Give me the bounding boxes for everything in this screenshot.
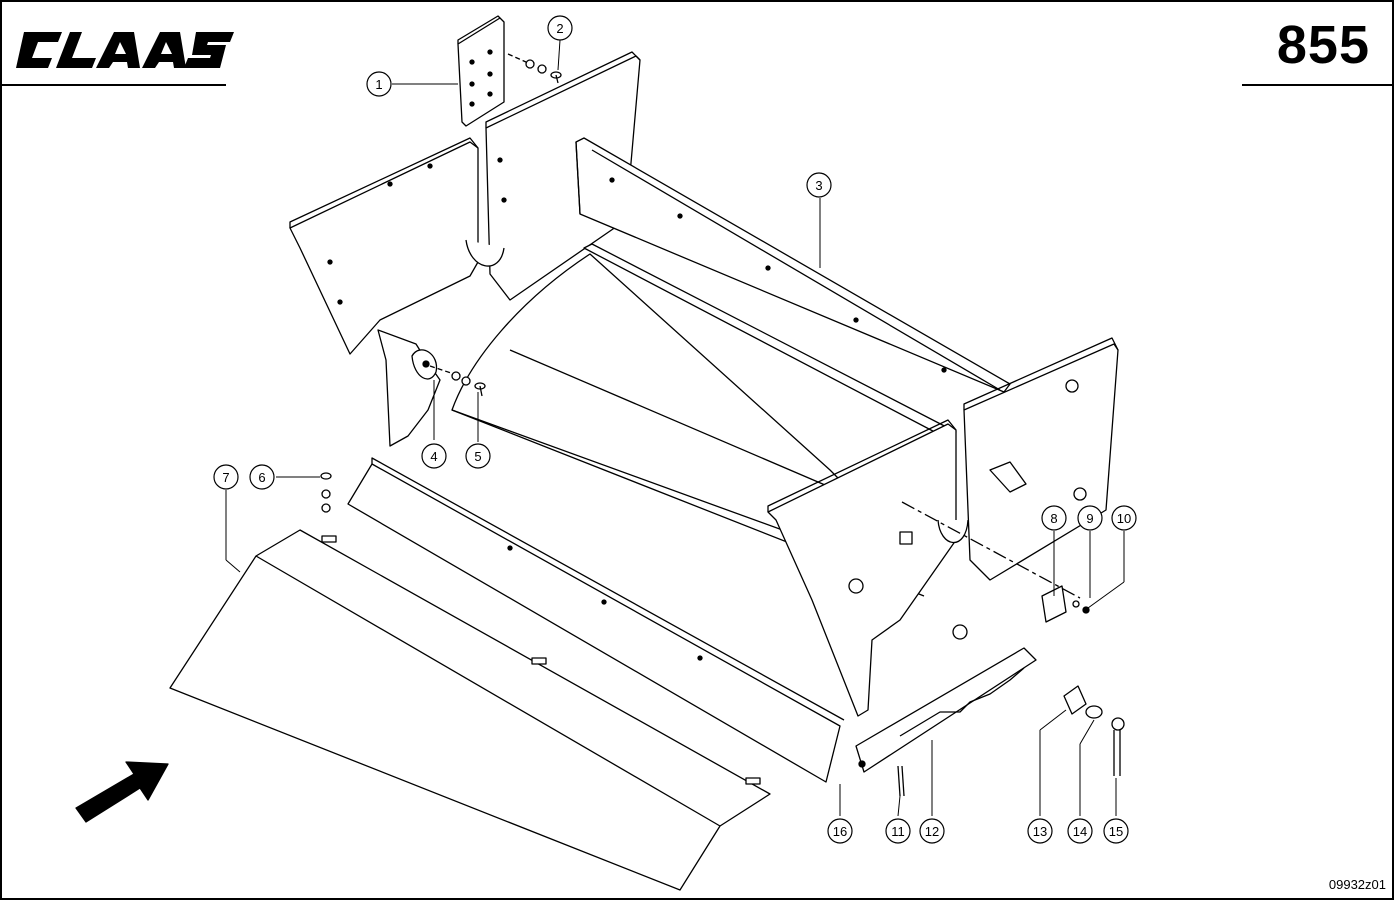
svg-text:1: 1 bbox=[375, 77, 382, 92]
svg-text:9: 9 bbox=[1086, 511, 1093, 526]
callout-6: 6 bbox=[249, 464, 275, 490]
callout-2: 2 bbox=[547, 15, 573, 41]
svg-text:4: 4 bbox=[430, 449, 437, 464]
svg-text:8: 8 bbox=[1050, 511, 1057, 526]
drawing-code: 09932z01 bbox=[1328, 877, 1386, 892]
part-left-side-wall bbox=[289, 51, 641, 355]
callout-16: 16 bbox=[827, 818, 853, 844]
part-pin bbox=[897, 765, 905, 797]
part-pivot-bracket bbox=[377, 329, 455, 447]
callout-13: 13 bbox=[1027, 818, 1053, 844]
claas-logo bbox=[16, 32, 234, 68]
part-cover-sheet bbox=[169, 529, 771, 891]
svg-text:5: 5 bbox=[474, 449, 481, 464]
leader-lines bbox=[225, 39, 1125, 817]
callout-11: 11 bbox=[885, 818, 911, 844]
part-lower-front-plate bbox=[347, 457, 845, 783]
header-rule bbox=[1242, 84, 1394, 86]
part-clamp-set bbox=[1063, 685, 1125, 776]
svg-text:11: 11 bbox=[891, 824, 905, 839]
callout-list: 1 2 3 4 5 6 7 8 9 10 11 12 13 14 15 16 bbox=[213, 15, 1137, 844]
svg-text:3: 3 bbox=[815, 178, 822, 193]
callout-15: 15 bbox=[1103, 818, 1129, 844]
callout-10: 10 bbox=[1111, 505, 1137, 531]
callout-8: 8 bbox=[1041, 505, 1067, 531]
svg-text:12: 12 bbox=[925, 824, 939, 839]
callout-1: 1 bbox=[366, 71, 392, 97]
part-adjust-plate bbox=[1041, 585, 1090, 623]
arrow-icon bbox=[75, 761, 169, 823]
callout-12: 12 bbox=[919, 818, 945, 844]
svg-text:6: 6 bbox=[258, 470, 265, 485]
callout-4: 4 bbox=[421, 443, 447, 469]
callout-7: 7 bbox=[213, 464, 239, 490]
part-slotted-link bbox=[855, 647, 1037, 773]
svg-text:14: 14 bbox=[1073, 824, 1087, 839]
page-number: 855 bbox=[1276, 15, 1370, 75]
part-fastener-stack bbox=[320, 472, 332, 513]
part-bolt-set-middle bbox=[451, 371, 486, 397]
callout-5: 5 bbox=[465, 443, 491, 469]
part-right-side-wall bbox=[767, 337, 1119, 717]
svg-text:10: 10 bbox=[1117, 511, 1131, 526]
callout-14: 14 bbox=[1067, 818, 1093, 844]
svg-text:7: 7 bbox=[222, 470, 229, 485]
svg-text:16: 16 bbox=[833, 824, 847, 839]
part-bolt-set-top bbox=[507, 53, 562, 84]
part-back-panel bbox=[575, 137, 1011, 393]
part-bracket-plate bbox=[457, 15, 505, 127]
header-rule bbox=[0, 84, 226, 86]
svg-text:13: 13 bbox=[1033, 824, 1047, 839]
callout-9: 9 bbox=[1077, 505, 1103, 531]
svg-text:15: 15 bbox=[1109, 824, 1123, 839]
svg-text:2: 2 bbox=[556, 21, 563, 36]
callout-3: 3 bbox=[806, 172, 832, 198]
